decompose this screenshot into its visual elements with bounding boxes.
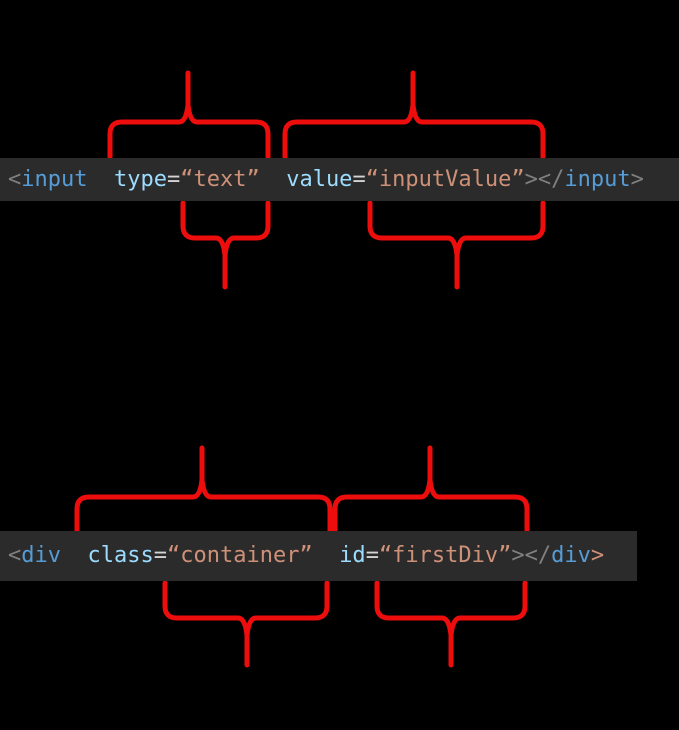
overbrace-type-attribute	[107, 70, 271, 160]
code-token: <	[8, 543, 22, 568]
underbrace-container-value	[162, 580, 330, 668]
code-token: type	[113, 167, 167, 192]
code-token: ></	[524, 167, 565, 192]
code-token: >	[630, 167, 644, 192]
code-token	[313, 543, 340, 568]
code-token: value	[286, 167, 353, 192]
code-token: input	[21, 167, 88, 192]
underbrace-text-value	[180, 200, 271, 290]
code-token: “firstDiv”	[378, 543, 512, 568]
overbrace-id-attribute	[332, 445, 530, 535]
code-snippet-input: <input type=“text” value=“inputValue”></…	[0, 158, 679, 201]
code-token: =	[352, 167, 366, 192]
code-token: “text”	[180, 167, 260, 192]
code-token: =	[365, 543, 379, 568]
underbrace-firstdiv-value	[374, 580, 528, 668]
code-token: div	[551, 543, 591, 568]
code-token: “container”	[166, 543, 313, 568]
code-token: ></	[511, 543, 552, 568]
code-token: input	[564, 167, 631, 192]
code-token: >	[590, 543, 605, 568]
code-token: id	[339, 543, 366, 568]
code-token	[61, 543, 88, 568]
code-token: <	[8, 167, 22, 192]
code-token: =	[153, 543, 167, 568]
code-token	[87, 167, 114, 192]
code-token: “inputValue”	[365, 167, 525, 192]
code-token: class	[87, 543, 154, 568]
overbrace-class-attribute	[74, 445, 333, 535]
code-token: div	[21, 543, 61, 568]
code-token: =	[166, 167, 181, 192]
overbrace-value-attribute	[282, 70, 546, 160]
code-token	[260, 167, 287, 192]
underbrace-inputvalue-value	[367, 200, 546, 290]
code-snippet-div: <div class=“container” id=“firstDiv”></d…	[0, 531, 637, 581]
